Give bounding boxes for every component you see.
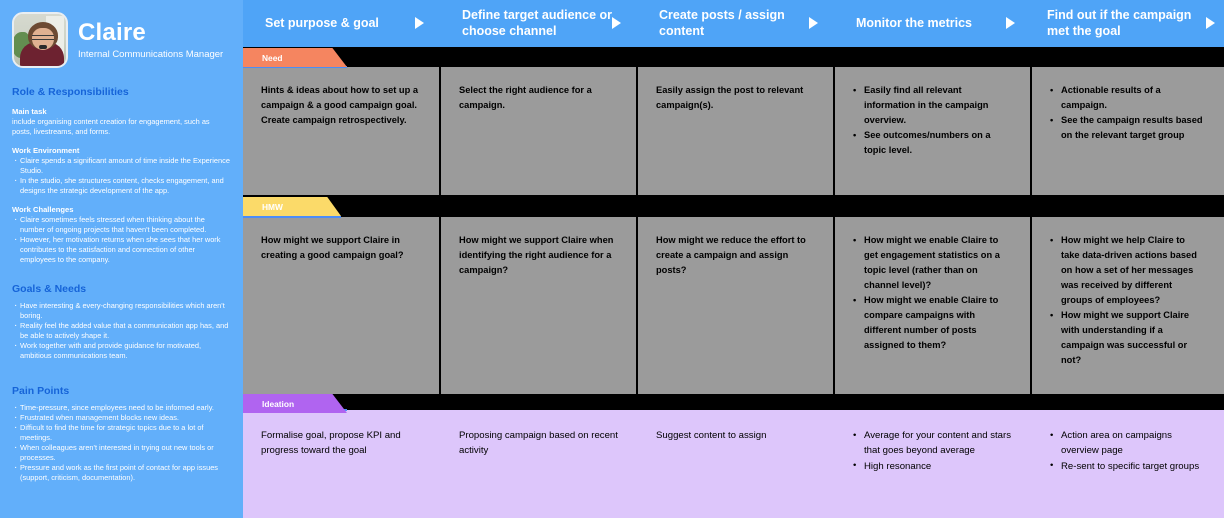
list-goals-needs: Have interesting & every-changing respon… (12, 300, 231, 361)
row-tag-label: HMW (262, 201, 283, 212)
cell-list: How might we help Claire to take data-dr… (1050, 232, 1206, 368)
list-item: Claire sometimes feels stressed when thi… (12, 214, 231, 235)
chevron-right-icon (1206, 17, 1215, 29)
list-item: Action area on campaigns overview page (1050, 428, 1206, 459)
journey-step-label: Set purpose & goal (265, 15, 379, 30)
cell-need-1[interactable]: Select the right audience for a campaign… (441, 67, 636, 195)
list-item: How might we support Claire with underst… (1050, 308, 1206, 368)
avatar (12, 12, 68, 68)
cell-ideation-0[interactable]: Formalise goal, propose KPI and progress… (243, 410, 439, 518)
cell-text: Proposing campaign based on recent activ… (459, 430, 618, 457)
subtitle-main-task: Main task (12, 107, 47, 116)
row-ideation: Formalise goal, propose KPI and progress… (243, 410, 1224, 518)
cell-text: How might we reduce the effort to create… (656, 235, 806, 276)
row-separator (243, 47, 1224, 67)
persona-sidebar: Claire Internal Communications Manager R… (0, 0, 243, 518)
cell-hmw-4[interactable]: How might we help Claire to take data-dr… (1032, 217, 1224, 394)
chevron-right-icon (612, 17, 621, 29)
row-tag-label: Need (262, 52, 283, 63)
journey-board: Set purpose & goal Define target audienc… (243, 0, 1224, 518)
row-tag-need[interactable]: Need (243, 48, 347, 67)
row-separator (243, 195, 1224, 217)
cell-text: How might we support Claire in creating … (261, 235, 404, 261)
cell-need-0[interactable]: Hints & ideas about how to set up a camp… (243, 67, 439, 195)
list-item: Reality feel the added value that a comm… (12, 320, 231, 341)
list-work-challenges: Claire sometimes feels stressed when thi… (12, 214, 231, 265)
cell-list: How might we enable Claire to get engage… (853, 232, 1012, 353)
row-tag-hmw[interactable]: HMW (243, 197, 341, 216)
cell-text: Formalise goal, propose KPI and progress… (261, 430, 401, 457)
journey-step-0[interactable]: Set purpose & goal (243, 0, 440, 47)
cell-need-2[interactable]: Easily assign the post to relevant campa… (638, 67, 833, 195)
list-item: How might we enable Claire to get engage… (853, 232, 1012, 293)
section-title-role: Role & Responsibilities (12, 86, 129, 98)
cell-list: Action area on campaigns overview page R… (1050, 428, 1206, 474)
persona-name: Claire (78, 18, 146, 46)
cell-need-4[interactable]: Actionable results of a campaign. See th… (1032, 67, 1224, 195)
list-item: Work together with and provide guidance … (12, 340, 231, 361)
row-separator (243, 394, 1224, 410)
journey-step-2[interactable]: Create posts / assign content (637, 0, 834, 47)
journey-step-4[interactable]: Find out if the campaign met the goal (1031, 0, 1224, 47)
text-main-task: include organising content creation for … (12, 117, 210, 136)
journey-step-3[interactable]: Monitor the metrics (834, 0, 1031, 47)
chevron-right-icon (415, 17, 424, 29)
cell-text: How might we support Claire when identif… (459, 235, 614, 276)
list-item: See outcomes/numbers on a topic level. (853, 128, 1012, 158)
cell-ideation-2[interactable]: Suggest content to assign (638, 410, 833, 518)
list-item: Difficult to find the time for strategic… (12, 422, 231, 443)
row-tag-label: Ideation (262, 398, 295, 409)
list-item: How might we help Claire to take data-dr… (1050, 232, 1206, 308)
journey-step-1[interactable]: Define target audience or choose channel (440, 0, 637, 47)
list-item: When colleagues aren't interested in try… (12, 442, 231, 463)
cell-hmw-0[interactable]: How might we support Claire in creating … (243, 217, 439, 394)
cell-hmw-1[interactable]: How might we support Claire when identif… (441, 217, 636, 394)
row-tag-ideation[interactable]: Ideation (243, 394, 347, 413)
list-item: Easily find all relevant information in … (853, 82, 1012, 128)
row-need: Hints & ideas about how to set up a camp… (243, 67, 1224, 195)
list-item: How might we enable Claire to compare ca… (853, 293, 1012, 353)
cell-text: Suggest content to assign (656, 430, 767, 441)
chevron-right-icon (809, 17, 818, 29)
cell-list: Easily find all relevant information in … (853, 82, 1012, 158)
cell-ideation-1[interactable]: Proposing campaign based on recent activ… (441, 410, 636, 518)
chevron-right-icon (1006, 17, 1015, 29)
journey-step-label: Create posts / assign content (659, 7, 785, 38)
journey-step-label: Define target audience or choose channel (462, 7, 613, 38)
persona-header: Claire Internal Communications Manager (12, 12, 231, 68)
journey-header-row: Set purpose & goal Define target audienc… (243, 0, 1224, 47)
cell-text: Select the right audience for a campaign… (459, 85, 592, 111)
row-hmw: How might we support Claire in creating … (243, 217, 1224, 394)
cell-list: Actionable results of a campaign. See th… (1050, 82, 1206, 143)
cell-list: Average for your content and stars that … (853, 428, 1012, 474)
list-work-environment: Claire spends a significant amount of ti… (12, 155, 231, 196)
subtitle-work-challenges: Work Challenges (12, 204, 74, 214)
cell-text: Hints & ideas about how to set up a camp… (261, 85, 419, 126)
cell-hmw-3[interactable]: How might we enable Claire to get engage… (835, 217, 1030, 394)
list-item: In the studio, she structures content, c… (12, 175, 231, 196)
persona-role: Internal Communications Manager (78, 49, 224, 61)
list-item: Claire spends a significant amount of ti… (12, 155, 231, 176)
list-item: See the campaign results based on the re… (1050, 113, 1206, 143)
list-pain-points: Time-pressure, since employees need to b… (12, 402, 231, 483)
list-item: However, her motivation returns when she… (12, 234, 231, 265)
list-item: High resonance (853, 458, 1012, 474)
cell-ideation-4[interactable]: Action area on campaigns overview page R… (1032, 410, 1224, 518)
list-item: Time-pressure, since employees need to b… (12, 402, 231, 414)
cell-text: Easily assign the post to relevant campa… (656, 85, 804, 111)
cell-ideation-3[interactable]: Average for your content and stars that … (835, 410, 1030, 518)
cell-need-3[interactable]: Easily find all relevant information in … (835, 67, 1030, 195)
list-item: Pressure and work as the first point of … (12, 462, 231, 483)
list-item: Actionable results of a campaign. (1050, 82, 1206, 113)
section-title-goals: Goals & Needs (12, 282, 87, 295)
list-item: Frustrated when management blocks new id… (12, 412, 231, 424)
subtitle-work-environment: Work Environment (12, 145, 80, 155)
journey-step-label: Find out if the campaign met the goal (1047, 7, 1192, 38)
list-item: Average for your content and stars that … (853, 428, 1012, 459)
list-item: Have interesting & every-changing respon… (12, 300, 231, 321)
journey-step-label: Monitor the metrics (856, 15, 972, 30)
section-title-pain-points: Pain Points (12, 384, 70, 397)
cell-hmw-2[interactable]: How might we reduce the effort to create… (638, 217, 833, 394)
list-item: Re-sent to specific target groups (1050, 458, 1206, 474)
